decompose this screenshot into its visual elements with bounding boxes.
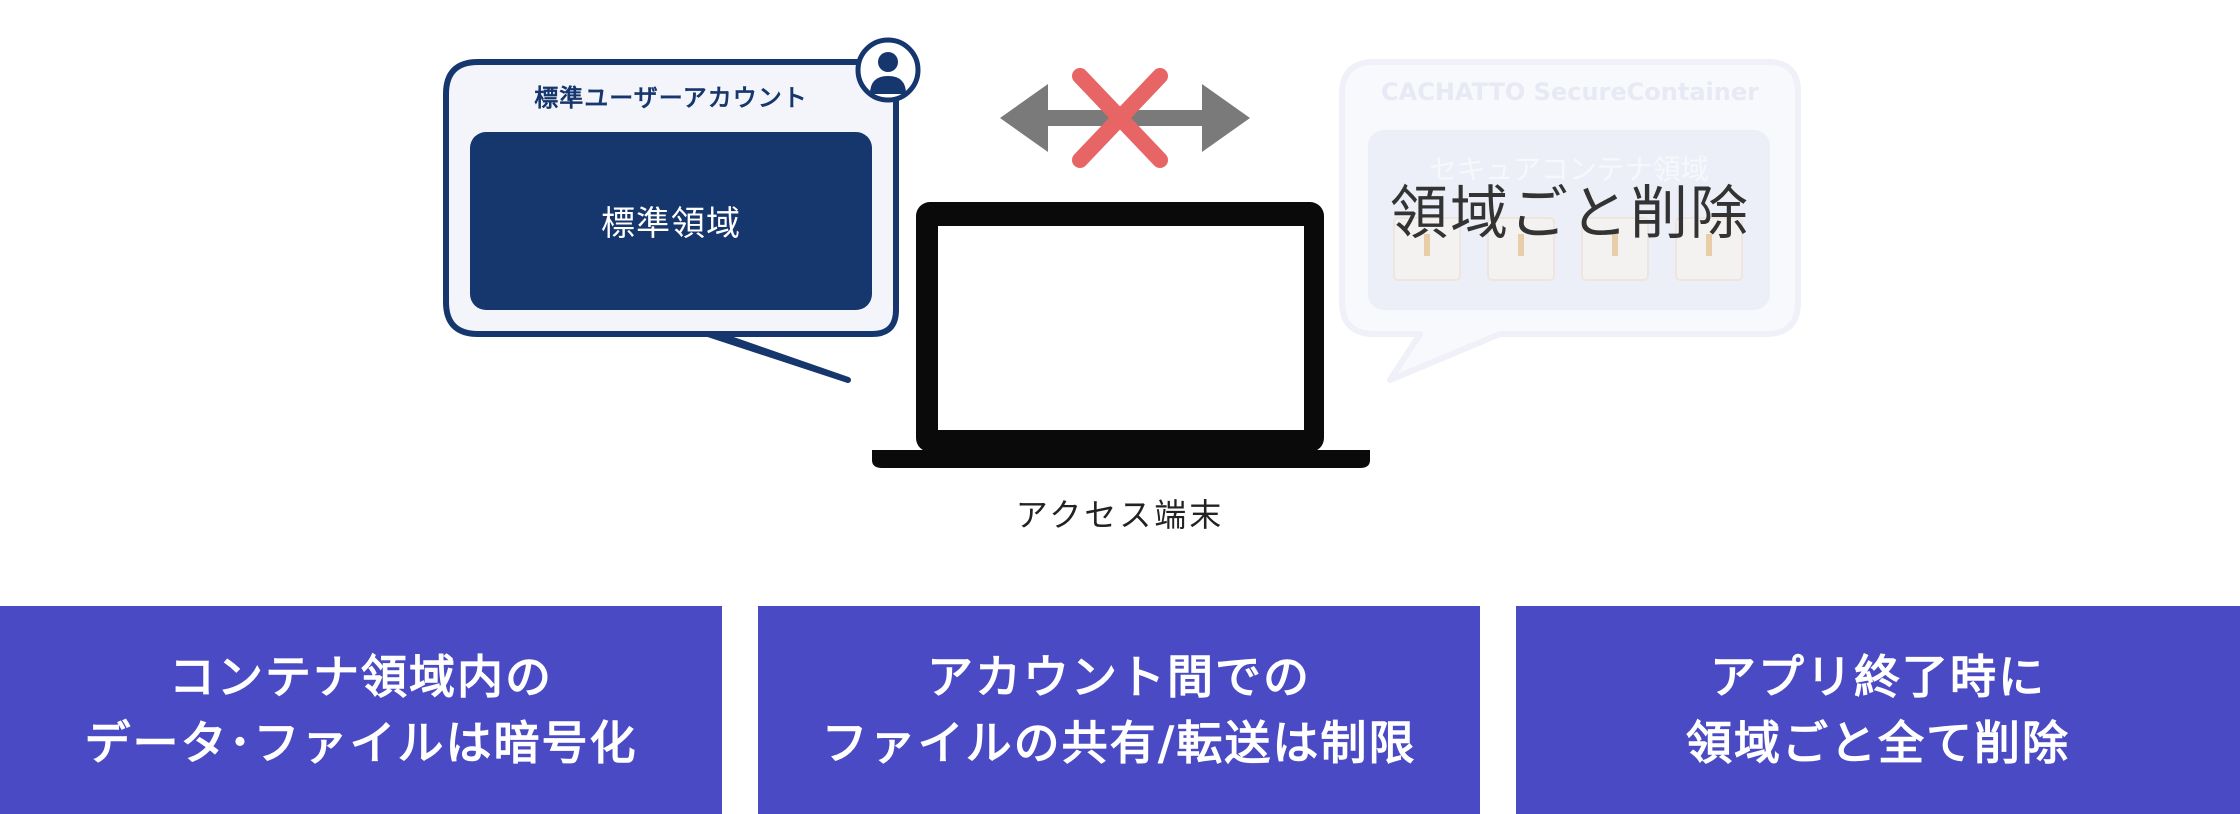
file-icon: [1393, 217, 1461, 281]
user-avatar-icon: [855, 37, 921, 103]
feature-panel-sharing-restriction: アカウント間での ファイルの共有/転送は制限: [758, 606, 1480, 814]
file-icon: [1675, 217, 1743, 281]
file-icon: [1581, 217, 1649, 281]
standard-area-label: 標準領域: [601, 204, 741, 244]
secure-container-bubble: [1339, 59, 1801, 383]
cross-mark-icon: [1072, 68, 1168, 168]
secure-file-icons: [1393, 217, 1743, 281]
feature-panel-encryption: コンテナ領域内の データ･ファイルは暗号化: [0, 606, 722, 814]
file-icon: [1487, 217, 1555, 281]
feature-panel-text: コンテナ領域内の データ･ファイルは暗号化: [84, 650, 638, 770]
feature-panel-text: アプリ終了時に 領域ごと全て削除: [1686, 650, 2070, 770]
standard-area-box: [470, 132, 872, 310]
standard-account-title: 標準ユーザーアカウント: [534, 84, 808, 112]
feature-panel-auto-delete: アプリ終了時に 領域ごと全て削除: [1516, 606, 2240, 814]
delete-overlay-text: 領域ごと削除: [1389, 179, 1750, 247]
feature-panel-text: アカウント間での ファイルの共有/転送は制限: [821, 650, 1417, 770]
secure-area-label: セキュアコンテナ領域: [1429, 153, 1709, 186]
diagram-canvas: [443, 37, 1801, 468]
secure-container-title: CACHATTO SecureContainer: [1381, 78, 1759, 106]
laptop-icon: [872, 202, 1370, 468]
device-label: アクセス端末: [1015, 496, 1225, 534]
